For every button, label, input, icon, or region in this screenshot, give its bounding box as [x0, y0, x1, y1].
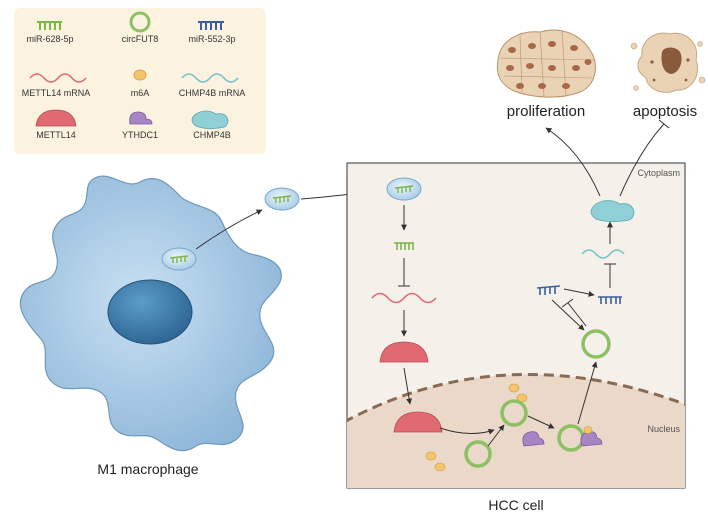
legend-label-mettl14-mrna: METTL14 mRNA	[22, 88, 91, 98]
arrow-mir-move	[563, 288, 595, 297]
arrow-methylate	[439, 427, 495, 435]
inhibit-mettl14-mrna	[398, 258, 410, 287]
mettl14-nuclear	[393, 411, 443, 433]
nuclear-envelope	[347, 372, 685, 423]
mir552-right	[598, 296, 622, 304]
legend-label-mir552: miR-552-3p	[188, 34, 235, 44]
hcc-cell-label: HCC cell	[488, 497, 543, 513]
m6a-icon	[133, 69, 147, 81]
circfut8-cytoplasm	[581, 329, 611, 359]
legend-label-chmp4b-mrna: CHMP4B mRNA	[179, 88, 246, 98]
macrophage-exosome	[161, 247, 197, 271]
legend-label-circfut8: circFUT8	[122, 34, 159, 44]
arrow-proliferation	[545, 127, 601, 197]
circfut8-icon	[129, 11, 151, 33]
arrow-import	[403, 367, 413, 405]
cell-exosome	[386, 177, 422, 201]
ythdc1-icon	[129, 111, 153, 125]
circfut8-nuclear-2	[464, 440, 492, 468]
cytoplasm-label: Cytoplasm	[637, 168, 680, 178]
ythdc1-bound	[580, 431, 603, 447]
mettl14-mrna-icon	[29, 73, 87, 83]
arrow-circ-1	[487, 424, 505, 447]
inhibit-circ-to-mir	[561, 298, 587, 327]
arrow-mir-to-circ	[551, 299, 585, 331]
free-exosome	[264, 187, 300, 211]
arrow-release	[195, 209, 263, 250]
legend-panel: miR-628-5p circFUT8 miR-552-3p METTL14 m…	[14, 8, 266, 154]
arrow-export	[577, 361, 598, 425]
legend-label-mir628: miR-628-5p	[26, 34, 73, 44]
legend-label-m6a: m6A	[131, 88, 150, 98]
m1-macrophage	[19, 175, 282, 452]
mir552-icon	[198, 21, 224, 30]
apoptotic-cell	[630, 32, 706, 93]
inhibit-chmp4b-mrna	[604, 263, 616, 288]
proliferation-label: proliferation	[507, 103, 585, 120]
inhibit-apoptosis	[619, 119, 670, 197]
legend-label-ythdc1: YTHDC1	[122, 130, 158, 140]
nucleus-label: Nucleus	[647, 424, 680, 434]
legend-label-mettl14: METTL14	[36, 130, 76, 140]
chmp4b-protein	[590, 200, 635, 223]
macrophage-label: M1 macrophage	[97, 461, 198, 477]
mettl14-protein	[379, 341, 429, 363]
mir628-icon	[37, 21, 62, 30]
chmp4b-icon	[191, 110, 229, 130]
mettl14-mrna	[371, 292, 437, 304]
chmp4b-mrna	[581, 249, 625, 259]
macrophage-nucleus	[107, 279, 193, 345]
arrow-circ-2	[527, 415, 555, 429]
mettl14-protein-icon	[35, 109, 77, 127]
legend-label-chmp4b: CHMP4B	[193, 130, 231, 140]
proliferation-cell-cluster	[496, 29, 597, 98]
m6a-bound	[583, 426, 593, 434]
hcc-cell	[346, 162, 686, 489]
m6a-dot	[434, 462, 446, 472]
circfut8-nuclear-1	[500, 399, 528, 427]
mir552-left	[536, 285, 561, 295]
m6a-dot	[425, 451, 437, 461]
mir628-free	[394, 242, 414, 250]
apoptosis-label: apoptosis	[633, 103, 697, 120]
m6a-dot	[508, 383, 520, 393]
chmp4b-mrna-icon	[181, 73, 239, 83]
ythdc1-free	[522, 431, 545, 447]
